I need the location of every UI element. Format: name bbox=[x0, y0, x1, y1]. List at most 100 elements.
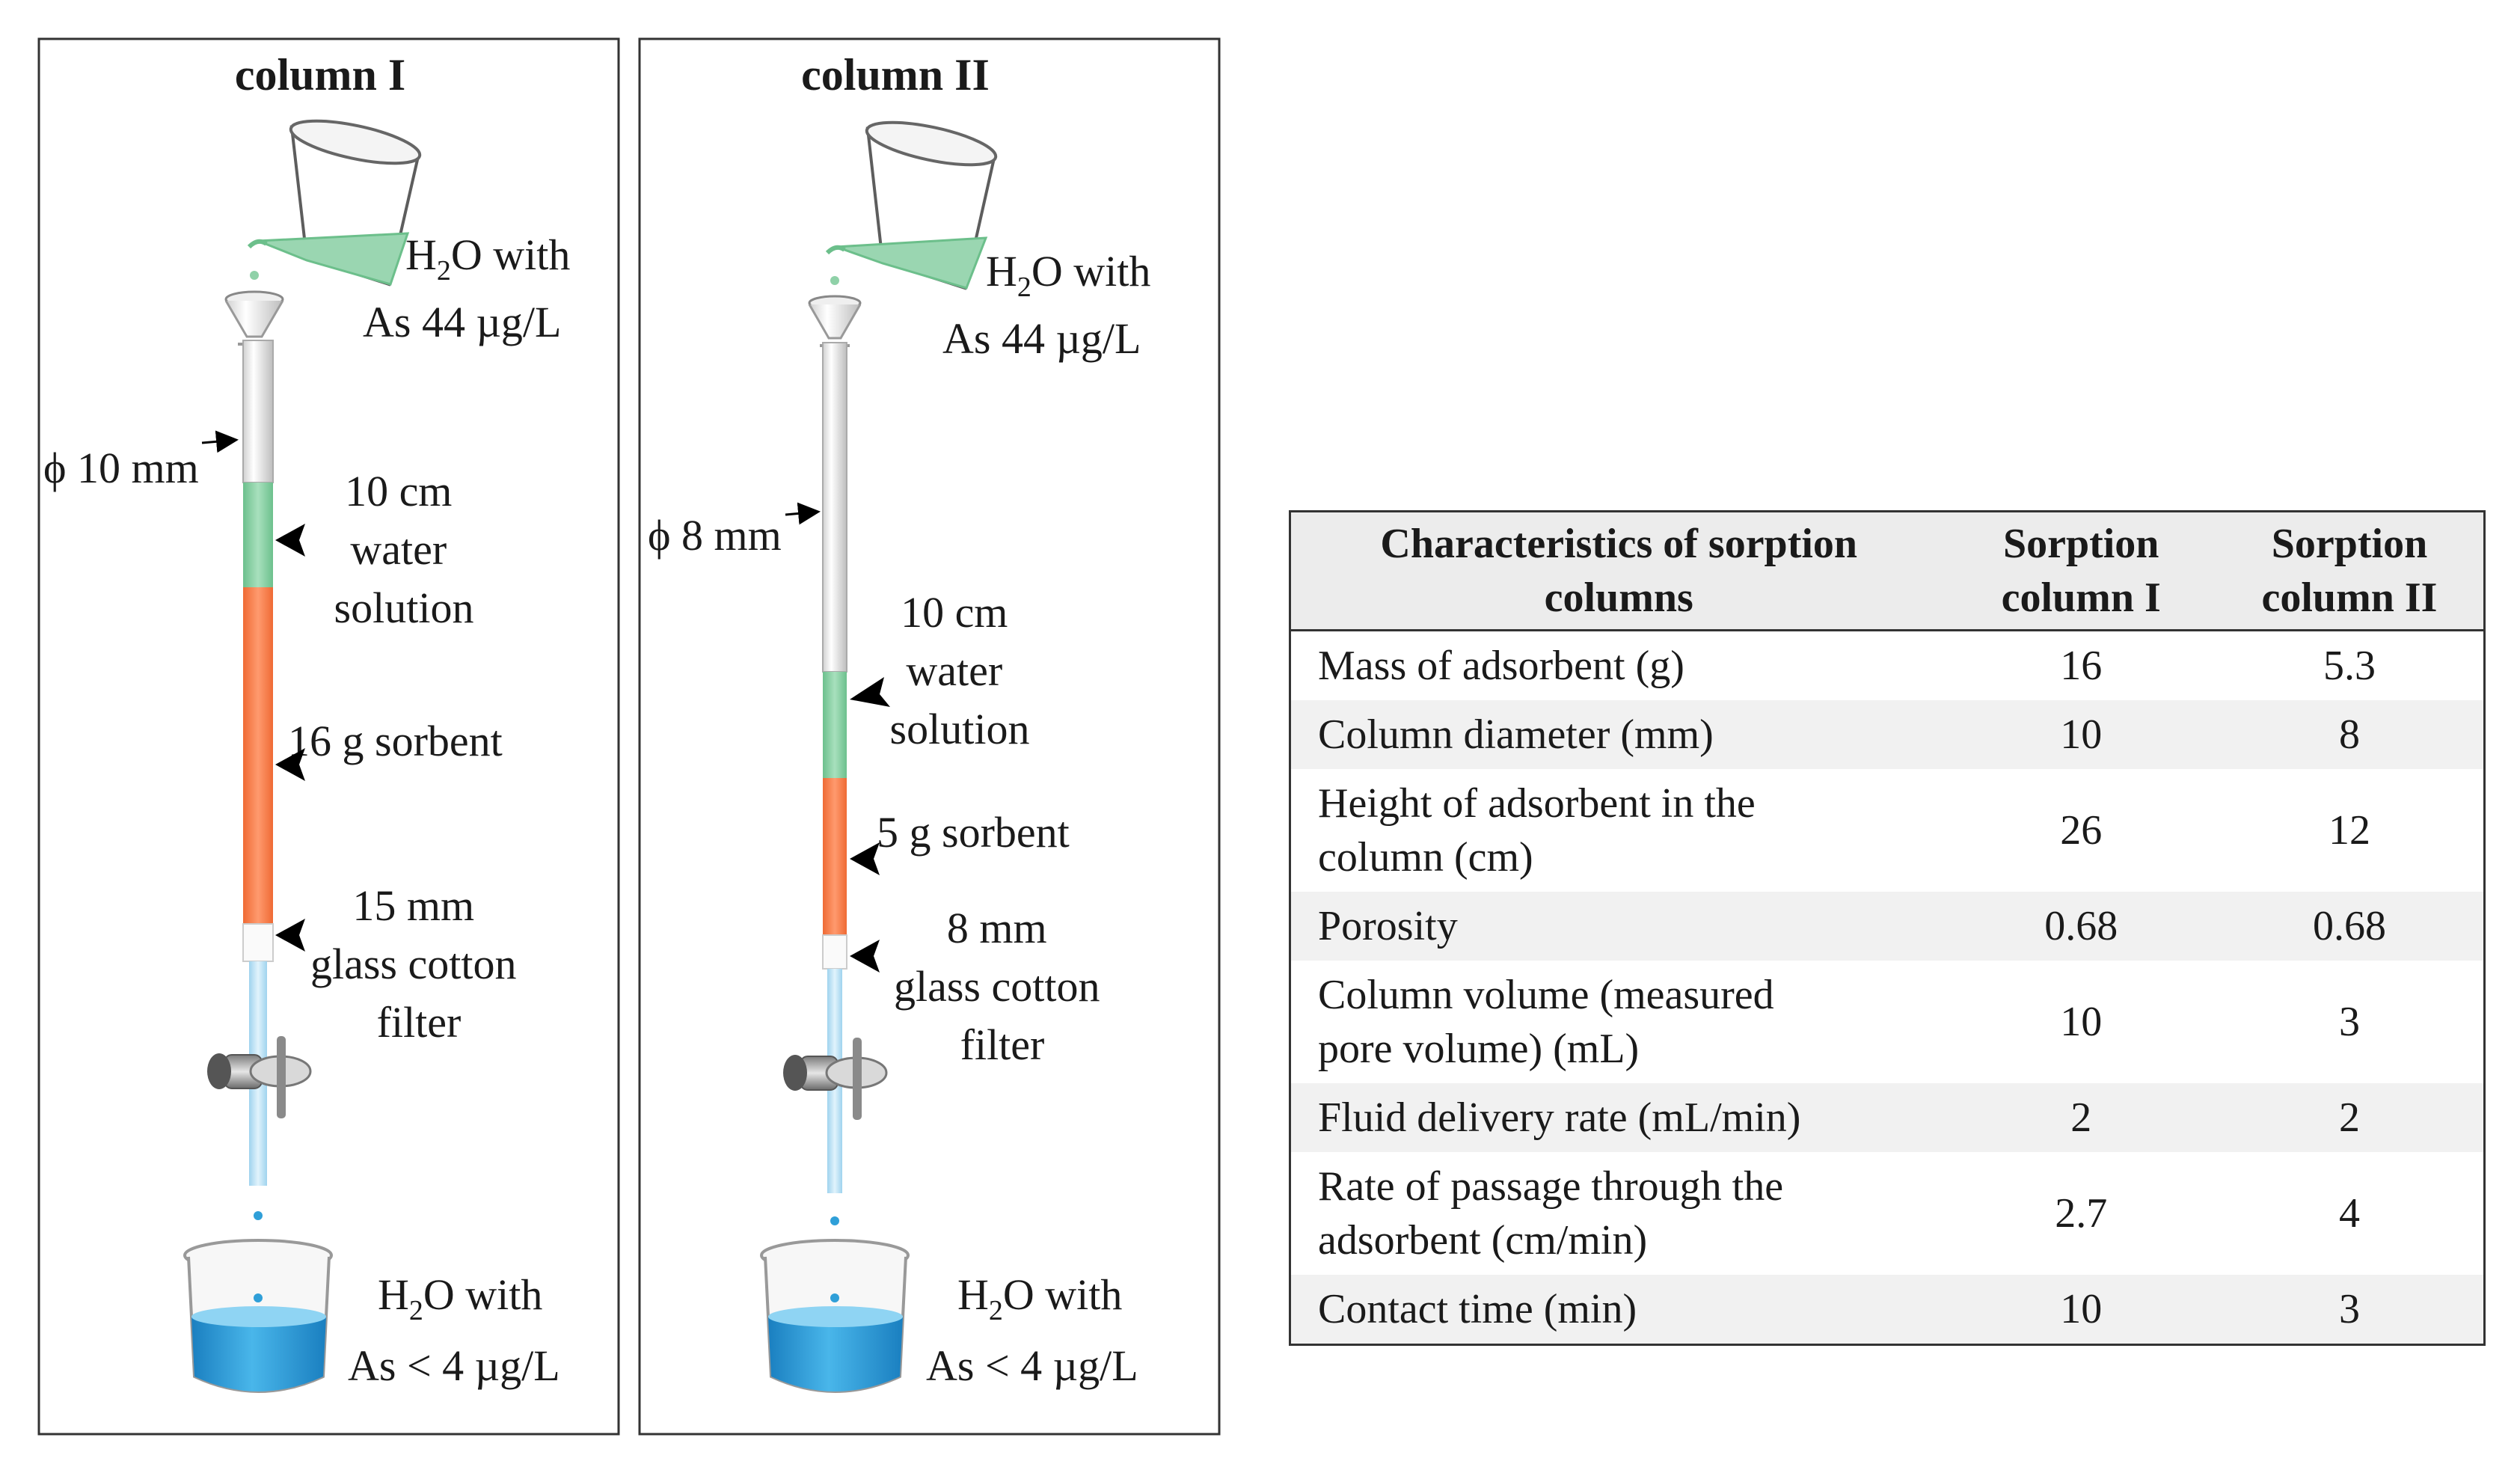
header-characteristics-line1: Characteristics of sorption bbox=[1380, 521, 1858, 567]
row-label-line: Mass of adsorbent (g) bbox=[1318, 643, 1684, 689]
row-value-column-1: 26 bbox=[2060, 807, 2103, 854]
table-row: Fluid delivery rate (mL/min) 2 2 bbox=[1290, 1083, 2485, 1152]
column-2-pouring-beaker-icon bbox=[825, 120, 998, 290]
column-1-inflow-drop bbox=[250, 271, 259, 280]
row-value-column-2: 4 bbox=[2338, 1190, 2360, 1237]
row-label-line: Column diameter (mm) bbox=[1318, 711, 1714, 758]
column-2-diameter-label: ϕ 8 mm bbox=[648, 511, 782, 560]
column-2-outflow-line2: As < 4 µg/L bbox=[926, 1341, 1138, 1390]
row-value-column-1: 16 bbox=[2060, 643, 2103, 689]
row-value-column-2: 3 bbox=[2215, 1275, 2485, 1345]
row-value-column-2: 2 bbox=[2215, 1083, 2485, 1152]
row-value-column-2: 8 bbox=[2215, 700, 2485, 769]
column-2-collecting-beaker-icon bbox=[760, 1239, 910, 1393]
row-value-column-2: 5.3 bbox=[2323, 643, 2376, 689]
column-1-outflow-line2: As < 4 µg/L bbox=[348, 1341, 560, 1390]
row-label-line: column (cm) bbox=[1318, 834, 1533, 881]
header-column-1-line1: Sorption bbox=[2002, 521, 2159, 567]
column-1-water-layer bbox=[243, 483, 273, 587]
column-2-sorbent-layer bbox=[823, 778, 847, 935]
column-2-inflow-line1: H2O with bbox=[986, 247, 1150, 303]
row-label-line: Rate of passage through the bbox=[1318, 1163, 1784, 1210]
row-label: Contact time (min) bbox=[1290, 1275, 1947, 1345]
row-label: Column diameter (mm) bbox=[1290, 700, 1947, 769]
header-column-2-line1: Sorption bbox=[2271, 521, 2428, 567]
column-1-sorbent-arrow bbox=[275, 748, 305, 781]
row-value-column-2: 0.68 bbox=[2215, 892, 2485, 961]
row-label: Height of adsorbent in the column (cm) bbox=[1290, 769, 1947, 892]
row-label: Mass of adsorbent (g) bbox=[1290, 631, 1947, 701]
header-column-2: Sorption column II bbox=[2215, 511, 2485, 631]
column-1-title: column I bbox=[235, 50, 405, 99]
header-column-1-line2: column I bbox=[2001, 575, 2161, 621]
table-row: Rate of passage through the adsorbent (cm… bbox=[1290, 1152, 2485, 1275]
row-label: Rate of passage through the adsorbent (cm… bbox=[1290, 1152, 1947, 1275]
column-2-glass-tube bbox=[822, 342, 847, 673]
column-2-stopcock-icon bbox=[783, 1038, 888, 1120]
column-2-sorbent-arrow bbox=[850, 842, 880, 875]
column-1-inflow-line1: H2O with bbox=[405, 230, 570, 287]
row-value-column-1: 0.68 bbox=[1946, 892, 2216, 961]
table-row: Mass of adsorbent (g) 16 5.3 bbox=[1290, 631, 2485, 701]
column-2-outflow-line1: H2O with bbox=[957, 1270, 1122, 1326]
row-value-column-2: 12 bbox=[2328, 807, 2370, 854]
column-1-collecting-beaker-icon bbox=[183, 1239, 333, 1393]
table-row: Height of adsorbent in the column (cm) 26… bbox=[1290, 769, 2485, 892]
row-label: Column volume (measured pore volume) (mL) bbox=[1290, 961, 1947, 1083]
column-2-filter-label: 8 mm glass cotton filter bbox=[894, 904, 1111, 1069]
column-1-sorbent-layer bbox=[243, 587, 273, 924]
column-1-filter-arrow bbox=[275, 919, 305, 952]
column-2-diameter-arrow bbox=[785, 502, 821, 525]
column-2-water-arrow bbox=[850, 677, 890, 707]
table-row: Column diameter (mm) 10 8 bbox=[1290, 700, 2485, 769]
column-1-outflow-line1: H2O with bbox=[378, 1270, 542, 1326]
column-1-water-label: 10 cm water solution bbox=[334, 467, 474, 632]
row-label-line: Fluid delivery rate (mL/min) bbox=[1318, 1094, 1801, 1141]
column-2-sorbent-label: 5 g sorbent bbox=[877, 808, 1070, 857]
column-2-outflow-drop bbox=[830, 1216, 839, 1225]
column-2-panel: column II H2O with As 44 µg/L bbox=[638, 37, 1221, 1436]
row-label-line: Porosity bbox=[1318, 903, 1458, 949]
column-1-sorbent-label: 16 g sorbent bbox=[288, 717, 503, 765]
header-column-2-line2: column II bbox=[2261, 575, 2438, 621]
row-label-line: Contact time (min) bbox=[1318, 1286, 1637, 1332]
header-characteristics: Characteristics of sorption columns bbox=[1290, 511, 1947, 631]
table-row: Porosity 0.68 0.68 bbox=[1290, 892, 2485, 961]
row-label-line: pore volume) (mL) bbox=[1318, 1026, 1640, 1072]
column-1-panel: column I H2O with As 44 µg/L bbox=[37, 37, 620, 1436]
row-value-column-2: 3 bbox=[2338, 999, 2360, 1045]
column-1-water-arrow bbox=[275, 524, 305, 557]
column-2-title: column II bbox=[801, 50, 990, 99]
row-label-line: Height of adsorbent in the bbox=[1318, 780, 1756, 827]
column-1-filter-label: 15 mm glass cotton filter bbox=[310, 881, 527, 1047]
row-label: Fluid delivery rate (mL/min) bbox=[1290, 1083, 1947, 1152]
row-label: Porosity bbox=[1290, 892, 1947, 961]
table-body: Mass of adsorbent (g) 16 5.3 Column diam… bbox=[1290, 631, 2485, 1345]
table-header: Characteristics of sorption columns Sorpt… bbox=[1290, 511, 2485, 631]
column-2-inflow-drop bbox=[830, 276, 839, 285]
column-2-funnel-icon bbox=[808, 295, 862, 347]
column-1-diameter-arrow bbox=[201, 430, 239, 453]
row-value-column-1: 10 bbox=[2060, 999, 2103, 1045]
header-column-1: Sorption column I bbox=[1946, 511, 2216, 631]
column-2-water-layer bbox=[823, 672, 847, 778]
row-value-column-1: 10 bbox=[1946, 700, 2216, 769]
column-1-inflow-line2: As 44 µg/L bbox=[363, 298, 561, 346]
column-2-cotton-filter bbox=[822, 934, 847, 970]
row-label-line: adsorbent (cm/min) bbox=[1318, 1217, 1648, 1264]
column-1-frame bbox=[37, 37, 620, 1436]
column-1-diameter-label: ϕ 10 mm bbox=[43, 444, 199, 492]
column-1-glass-tube bbox=[242, 340, 274, 483]
column-1-outflow-drop bbox=[254, 1211, 263, 1220]
table-header-row: Characteristics of sorption columns Sorpt… bbox=[1290, 511, 2485, 631]
column-2-filter-arrow bbox=[850, 940, 880, 973]
column-1-stopcock-icon bbox=[207, 1036, 312, 1118]
column-2-water-label: 10 cm water solution bbox=[890, 588, 1030, 753]
sorption-characteristics-table: Characteristics of sorption columns Sorpt… bbox=[1289, 510, 2486, 1346]
row-label-line: Column volume (measured bbox=[1318, 972, 1774, 1018]
header-characteristics-line2: columns bbox=[1544, 575, 1693, 621]
table-row: Column volume (measured pore volume) (mL)… bbox=[1290, 961, 2485, 1083]
column-1-cotton-filter bbox=[242, 923, 274, 962]
row-value-column-1: 2.7 bbox=[2055, 1190, 2108, 1237]
